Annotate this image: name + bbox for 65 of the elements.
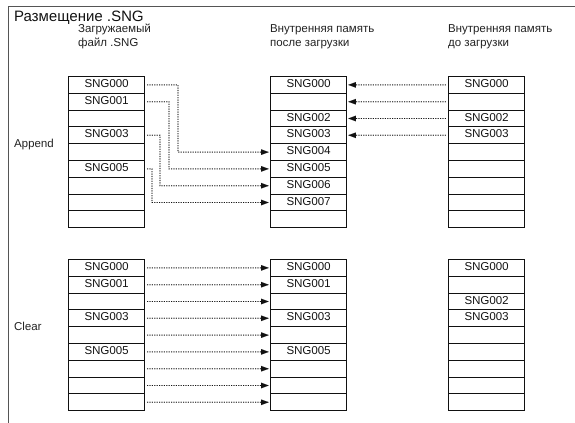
memory-slot: SNG005 xyxy=(270,160,347,178)
dotted-arrow xyxy=(348,98,446,105)
memory-slot xyxy=(270,360,347,378)
memory-slot: SNG000 xyxy=(448,76,525,94)
dotted-arrow xyxy=(146,168,270,206)
diagram-title: Размещение .SNG xyxy=(14,8,144,25)
memory-slot xyxy=(448,343,525,361)
memory-slot xyxy=(68,326,145,344)
memory-slot xyxy=(448,393,525,412)
dotted-arrow xyxy=(146,101,270,172)
memory-slot: SNG003 xyxy=(68,126,145,144)
memory-slot xyxy=(448,360,525,378)
dotted-arrow xyxy=(146,282,270,288)
memory-slot xyxy=(270,92,347,111)
memory-slot xyxy=(448,160,525,178)
memory-slot xyxy=(448,176,525,195)
memory-slot: SNG001 xyxy=(270,276,347,294)
memory-slot xyxy=(270,393,347,412)
memory-slot: SNG005 xyxy=(68,343,145,361)
dotted-arrow xyxy=(146,366,270,372)
memory-slot xyxy=(448,326,525,344)
dotted-arrow xyxy=(146,348,270,355)
dotted-arrow xyxy=(146,134,270,189)
dotted-arrow xyxy=(348,116,446,122)
memory-slot: SNG006 xyxy=(270,176,347,195)
memory-slot xyxy=(448,143,525,161)
dotted-arrow xyxy=(146,332,270,338)
dotted-arrow xyxy=(146,298,270,304)
memory-slot xyxy=(68,393,145,412)
memory-slot xyxy=(270,210,347,228)
memory-slot: SNG000 xyxy=(68,259,145,277)
memory-slot xyxy=(448,210,525,228)
memory-slot: SNG000 xyxy=(448,259,525,277)
memory-slot: SNG003 xyxy=(270,126,347,144)
memory-slot: SNG001 xyxy=(68,92,145,111)
memory-slot xyxy=(270,326,347,344)
memory-slot xyxy=(68,143,145,161)
memory-slot: SNG005 xyxy=(68,160,145,178)
memory-slot: SNG004 xyxy=(270,143,347,161)
dotted-arrow xyxy=(146,382,270,388)
memory-slot: SNG000 xyxy=(270,259,347,277)
memory-slot xyxy=(448,276,525,294)
dotted-arrow xyxy=(146,399,270,406)
column-header: Загружаемый файл .SNG xyxy=(78,23,152,50)
memory-slot: SNG001 xyxy=(68,276,145,294)
dotted-arrow xyxy=(348,82,446,88)
dotted-arrow xyxy=(146,84,270,156)
memory-slot xyxy=(68,360,145,378)
memory-slot xyxy=(448,92,525,111)
memory-slot: SNG003 xyxy=(448,309,525,328)
memory-slot: SNG000 xyxy=(270,76,347,94)
mode-label: Clear xyxy=(14,320,42,334)
memory-slot: SNG003 xyxy=(68,309,145,328)
memory-slot: SNG003 xyxy=(448,126,525,144)
dotted-arrow xyxy=(146,264,270,271)
dotted-arrow xyxy=(146,315,270,322)
column-header: Внутренняя память после загрузки xyxy=(270,22,376,50)
memory-slot xyxy=(68,210,145,228)
mode-label: Append xyxy=(14,137,54,151)
dotted-arrow xyxy=(348,132,446,138)
column-header: Внутренняя память до загрузки xyxy=(448,22,554,50)
memory-slot: SNG000 xyxy=(68,76,145,94)
memory-slot: SNG005 xyxy=(270,343,347,361)
memory-slot: SNG003 xyxy=(270,309,347,328)
memory-slot xyxy=(68,176,145,195)
